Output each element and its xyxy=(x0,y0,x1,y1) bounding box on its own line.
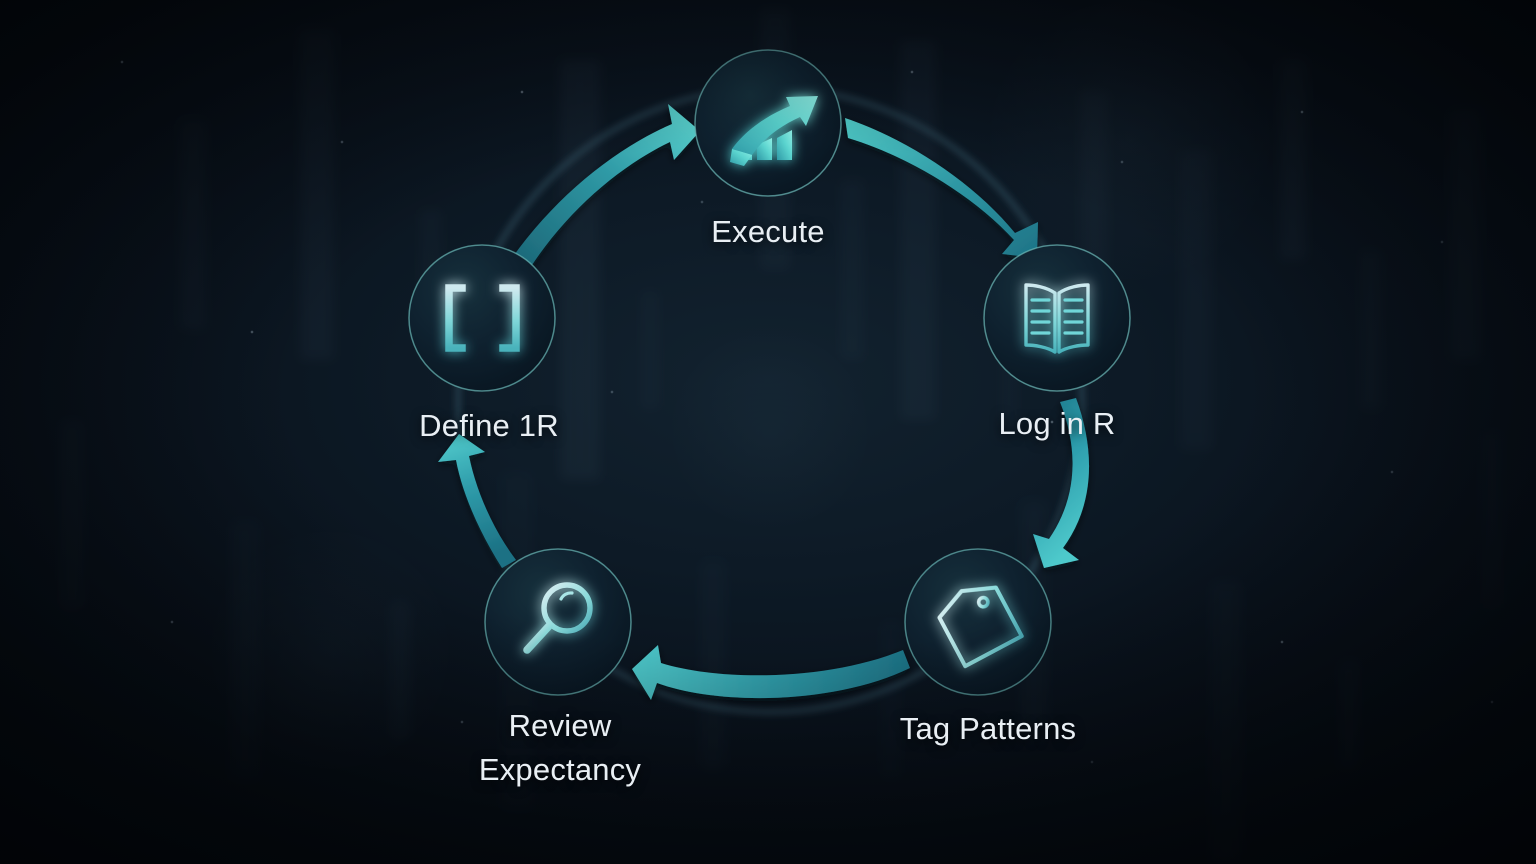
node-label-log-in-r: Log in R xyxy=(998,406,1116,441)
node-label-review-expectancy-line1: Review xyxy=(508,708,612,743)
node-label-tag-patterns: Tag Patterns xyxy=(899,711,1077,746)
node-label-review-expectancy-line2: Expectancy xyxy=(478,752,642,787)
node-label-execute: Execute xyxy=(711,214,825,249)
node-label-define-1r: Define 1R xyxy=(419,408,559,443)
node-label-review-expectancy: Review Expectancy xyxy=(430,704,690,792)
